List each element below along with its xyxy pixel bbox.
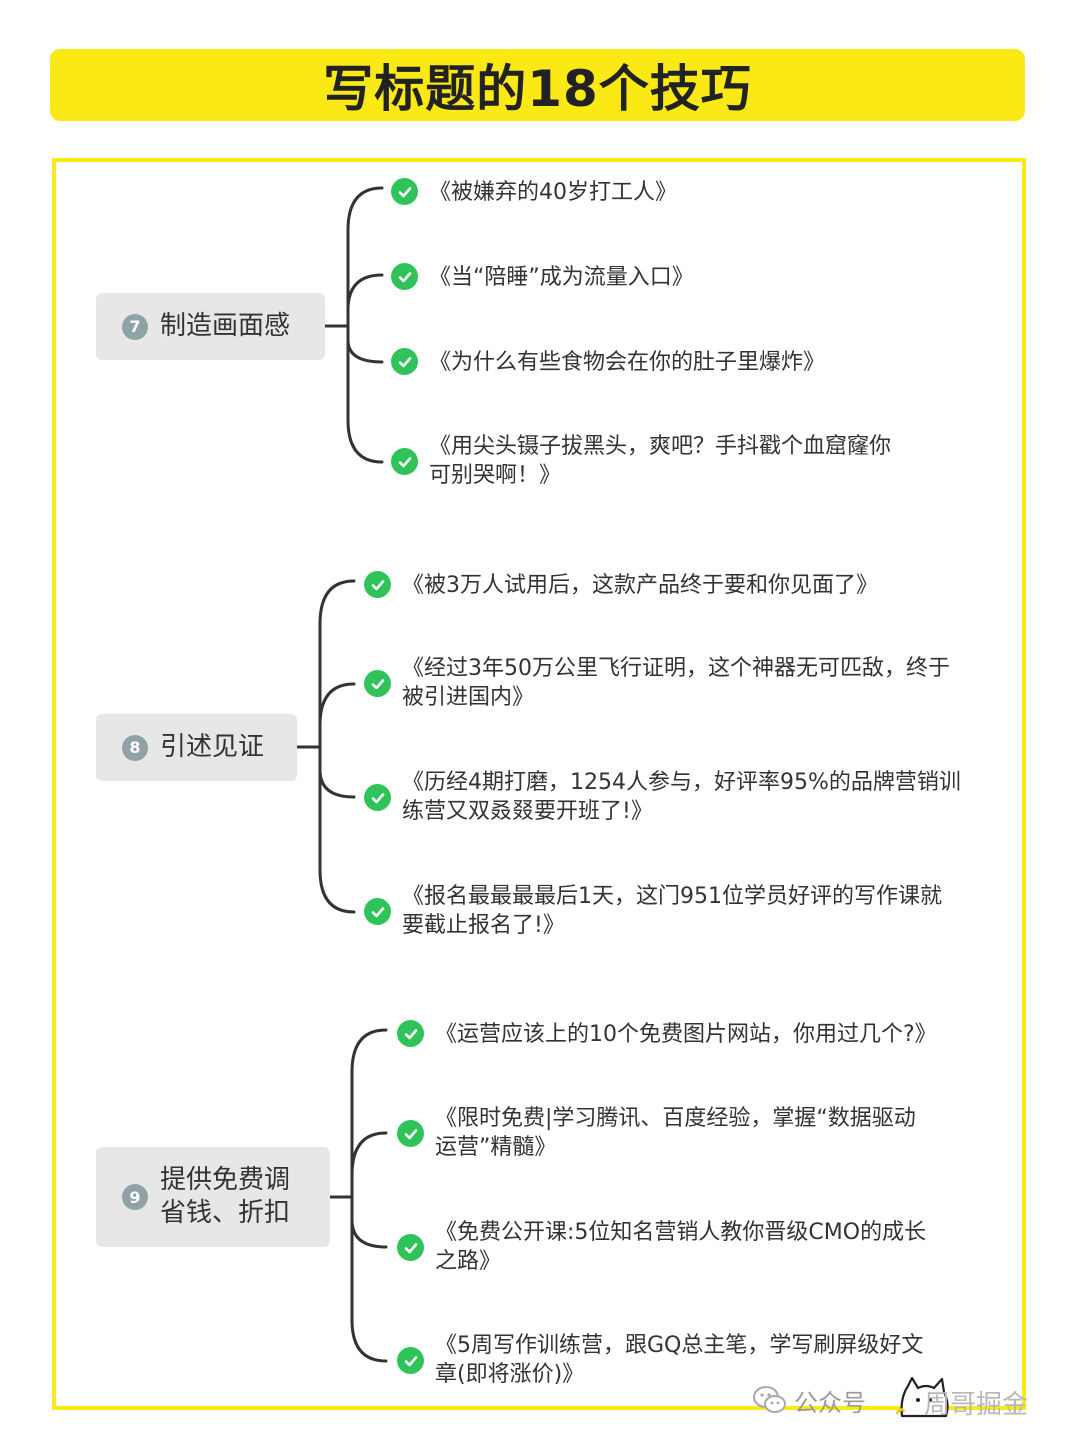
check-icon [364, 784, 391, 811]
title-example: 《免费公开课:5位知名营销人教你晋级CMO的成长 之路》 [435, 1220, 927, 1274]
check-icon [391, 263, 418, 290]
title-bar: 写标题的18个技巧 [50, 49, 1025, 121]
node-number-badge: 7 [122, 313, 148, 340]
topic-label: 制造画面感 [160, 311, 291, 341]
watermark-account-name: 周哥掘金 [924, 1390, 1029, 1420]
watermark: 公众号 周哥掘金 [748, 1376, 1048, 1420]
title-example: 《为什么有些食物会在你的肚子里爆炸》 [429, 350, 826, 375]
topic-node-9: 9 提供免费调 省钱、折扣 [96, 1147, 330, 1247]
check-icon [397, 1120, 424, 1147]
check-icon [364, 670, 391, 697]
topic-label: 引述见证 [160, 732, 265, 762]
check-icon [397, 1020, 424, 1047]
check-icon [391, 178, 418, 205]
check-icon [397, 1347, 424, 1374]
title-example: 《报名最最最最后1天，这门951位学员好评的写作课就 要截止报名了!》 [402, 884, 942, 938]
title-example: 《5周写作训练营，跟GQ总主笔，学写刷屏级好文 章(即将涨价)》 [435, 1333, 924, 1387]
check-icon [391, 348, 418, 375]
title-example: 《限时免费|学习腾讯、百度经验，掌握“数据驱动 运营”精髓》 [435, 1106, 916, 1160]
topic-label: 提供免费调 省钱、折扣 [160, 1165, 291, 1228]
check-icon [397, 1234, 424, 1261]
title-example: 《运营应该上的10个免费图片网站，你用过几个?》 [435, 1022, 937, 1047]
title-example: 《经过3年50万公里飞行证明，这个神器无可匹敌，终于 被引进国内》 [402, 656, 950, 710]
title-example: 《当“陪睡”成为流量入口》 [429, 265, 694, 290]
title-example: 《被嫌弃的40岁打工人》 [429, 180, 677, 205]
wechat-icon [753, 1386, 786, 1413]
cat-icon [896, 1376, 949, 1418]
page-title: 写标题的18个技巧 [323, 60, 752, 118]
topic-node-8: 8 引述见证 [96, 714, 297, 781]
content-frame [52, 158, 1026, 1410]
check-icon [391, 448, 418, 475]
watermark-platform: 公众号 [794, 1388, 866, 1417]
check-icon [364, 898, 391, 925]
topic-node-7: 7 制造画面感 [96, 293, 325, 360]
node-number-badge: 8 [122, 734, 148, 761]
title-example: 《历经4期打磨，1254人参与，好评率95%的品牌营销训 练营又双叒叕要开班了!… [402, 770, 961, 824]
title-example: 《被3万人试用后，这款产品终于要和你见面了》 [402, 573, 878, 598]
node-number-badge: 9 [122, 1184, 148, 1210]
check-icon [364, 571, 391, 598]
title-example: 《用尖头镊子拔黑头，爽吧？手抖戳个血窟窿你 可别哭啊！》 [429, 434, 892, 488]
